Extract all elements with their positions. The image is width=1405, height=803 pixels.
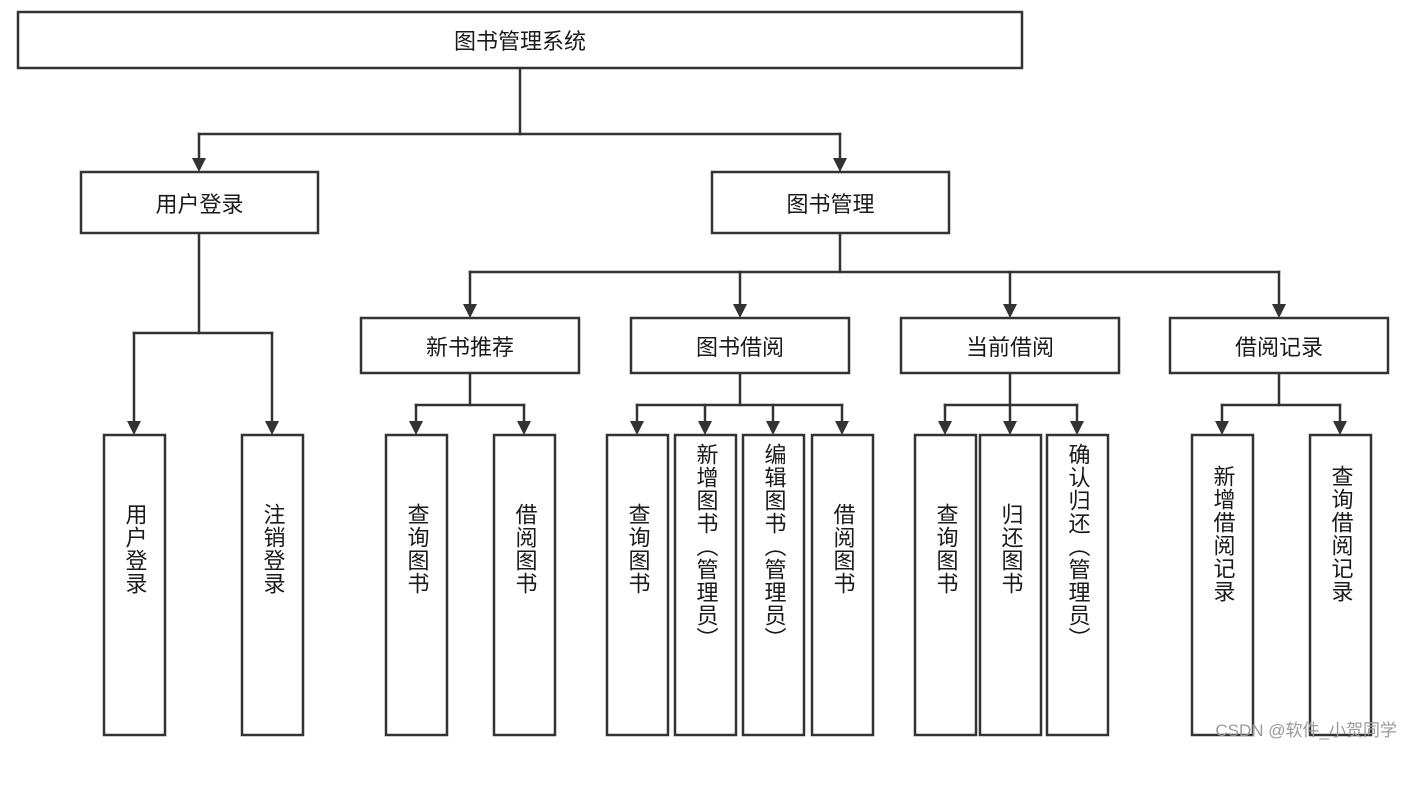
leaf-user-login-1[interactable] — [240, 433, 305, 737]
node-borrow-record[interactable] — [1168, 316, 1390, 375]
arrow-current-c1 — [938, 421, 952, 435]
nodes-group — [16, 10, 1390, 737]
arrow-root-to-book-mgmt — [833, 158, 847, 172]
arrow-borrow-c1 — [630, 421, 644, 435]
node-root[interactable] — [16, 10, 1024, 70]
arrow-user-login-c2 — [265, 421, 279, 435]
leaf-borrow-record-0[interactable] — [1190, 433, 1255, 737]
leaf-book-borrow-3[interactable] — [810, 433, 875, 737]
node-book-borrow[interactable] — [629, 316, 851, 375]
leaf-book-borrow-2[interactable] — [741, 433, 806, 737]
arrow-book-mgmt-c1 — [463, 304, 477, 318]
arrow-borrow-c2 — [698, 421, 712, 435]
arrow-newbook-c2 — [517, 421, 531, 435]
arrow-book-mgmt-c4 — [1272, 304, 1286, 318]
leaf-user-login-0[interactable] — [102, 433, 167, 737]
arrow-borrow-c4 — [835, 421, 849, 435]
leaf-current-borrow-0[interactable] — [913, 433, 978, 737]
arrow-borrow-c3 — [766, 421, 780, 435]
arrow-book-mgmt-c2 — [733, 304, 747, 318]
leaf-current-borrow-1[interactable] — [978, 433, 1043, 737]
leaf-book-borrow-0[interactable] — [605, 433, 670, 737]
leaf-new-book-0[interactable] — [384, 433, 449, 737]
arrow-current-c2 — [1003, 421, 1017, 435]
arrow-user-login-c1 — [127, 421, 141, 435]
arrow-root-to-user-login — [192, 158, 206, 172]
node-current-borrow[interactable] — [899, 316, 1121, 375]
node-new-book-recommend[interactable] — [359, 316, 581, 375]
arrow-current-c3 — [1070, 421, 1084, 435]
hierarchy-diagram — [16, 10, 1390, 737]
arrow-record-c2 — [1333, 421, 1347, 435]
leaf-book-borrow-1[interactable] — [673, 433, 738, 737]
edges-group — [127, 66, 1347, 435]
node-user-login[interactable] — [79, 170, 320, 235]
arrow-book-mgmt-c3 — [1003, 304, 1017, 318]
arrow-record-c1 — [1215, 421, 1229, 435]
node-book-management[interactable] — [710, 170, 951, 235]
arrow-newbook-c1 — [409, 421, 423, 435]
leaf-new-book-1[interactable] — [492, 433, 557, 737]
leaf-borrow-record-1[interactable] — [1308, 433, 1373, 737]
leaf-current-borrow-2[interactable] — [1045, 433, 1110, 737]
